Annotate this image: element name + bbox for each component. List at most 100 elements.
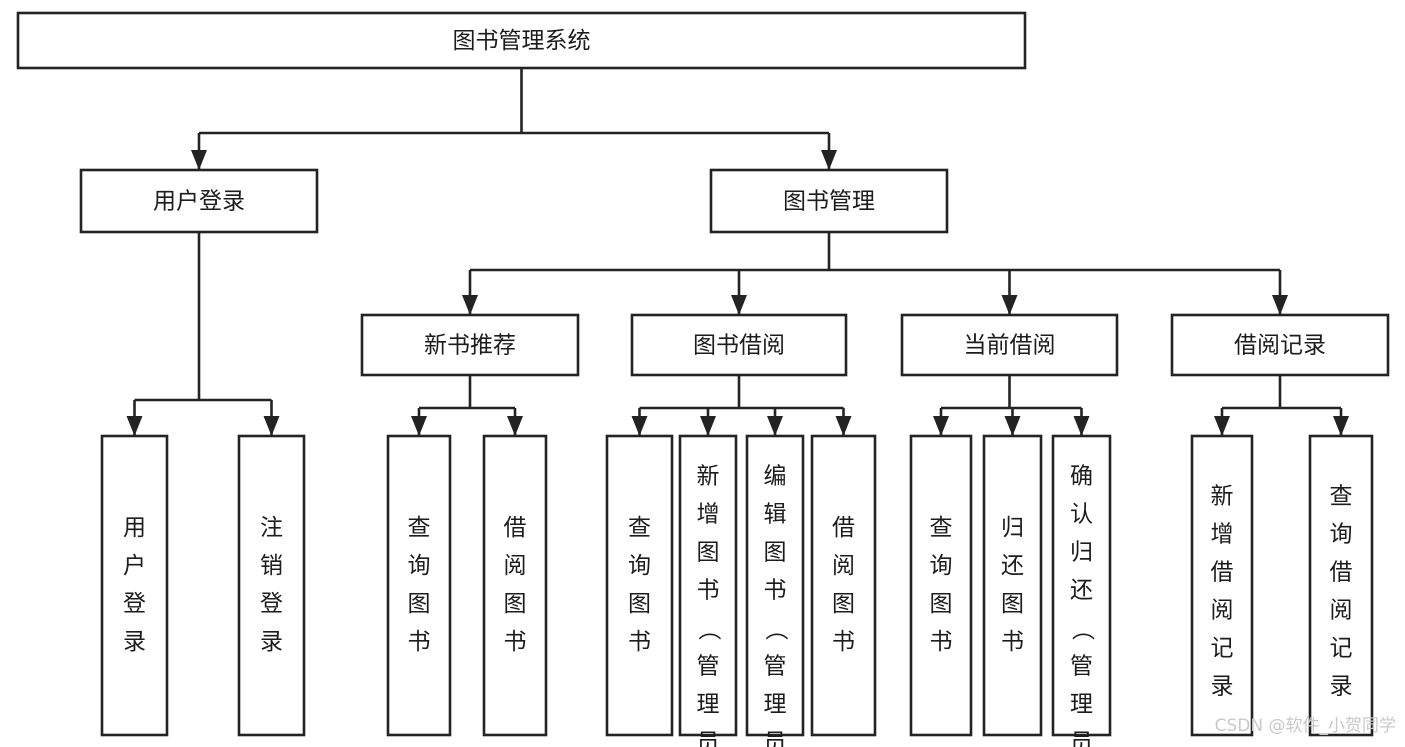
- node-level2-0-rect[interactable]: [79, 168, 319, 234]
- node-root-system[interactable]: 图书管理系统: [16, 11, 1027, 70]
- arrow-head-icon: [731, 295, 747, 315]
- node-leaf-10-char: 员: [1070, 730, 1093, 747]
- node-leaf-12-char: 阅: [1330, 598, 1353, 624]
- node-leaf-2-char: 询: [408, 553, 431, 579]
- node-level3-0-label: 新书推荐: [424, 333, 516, 359]
- node-leaf-5-rect[interactable]: [678, 434, 738, 737]
- arrow-head-icon: [767, 416, 783, 436]
- csdn-watermark: CSDN @软件_小贺同学: [1215, 716, 1396, 736]
- node-leaf-6-rect[interactable]: [745, 434, 805, 737]
- node-leaf-9-rect[interactable]: [982, 434, 1043, 737]
- node-leaf-8-char: 查: [930, 515, 953, 541]
- node-leaf-12-char: 借: [1330, 560, 1353, 586]
- node-leaf-7-char: 书: [832, 629, 855, 655]
- node-leaf-5-char: 新: [697, 464, 720, 490]
- node-leaf-5-char: 书: [697, 578, 720, 604]
- arrow-head-icon: [1333, 416, 1349, 436]
- node-leaf-12-rect[interactable]: [1308, 434, 1374, 737]
- node-level2-1-rect[interactable]: [709, 168, 949, 234]
- node-level3-3-label: 借阅记录: [1234, 333, 1326, 359]
- node-level3-1-rect[interactable]: [630, 313, 848, 377]
- arrow-head-icon: [1073, 416, 1090, 436]
- node-leaf-9-char: 归: [1001, 515, 1024, 541]
- arrow-head-icon: [507, 416, 523, 436]
- node-leaf-1-rect[interactable]: [237, 434, 306, 737]
- node-leaf-9-char: 还: [1001, 553, 1024, 579]
- node-level3-1[interactable]: 图书借阅: [630, 313, 848, 377]
- node-leaf-10-char: 还: [1070, 578, 1093, 604]
- node-leaf-10-char: 管: [1070, 654, 1093, 680]
- node-level3-0[interactable]: 新书推荐: [360, 313, 580, 377]
- node-leaf-3-char: 书: [504, 629, 527, 655]
- node-root-system-label: 图书管理系统: [453, 28, 591, 54]
- arrow-head-icon: [933, 416, 949, 436]
- arrow-head-icon: [462, 295, 478, 315]
- node-leaf-8-char: 书: [930, 629, 953, 655]
- node-level3-2-rect[interactable]: [900, 313, 1119, 377]
- node-leaf-5-char: 理: [697, 692, 720, 718]
- node-leaf-9-char: 书: [1001, 629, 1024, 655]
- node-leaf-11-char: 增: [1211, 522, 1234, 548]
- node-leaf-8-rect[interactable]: [909, 434, 973, 737]
- arrow-head-icon: [1214, 416, 1230, 436]
- node-level2-1-label: 图书管理: [783, 189, 875, 215]
- node-leaf-6-char: 编: [764, 464, 787, 490]
- arrow-head-icon: [191, 150, 207, 170]
- node-leaf-3-rect[interactable]: [482, 434, 548, 737]
- node-leaf-10-char: 归: [1070, 540, 1093, 566]
- node-leaf-6-char: 书: [764, 578, 787, 604]
- node-leaf-1-char: 录: [260, 629, 283, 655]
- node-level2-0[interactable]: 用户登录: [79, 168, 319, 234]
- node-layer: 图书管理系统用户登录图书管理新书推荐图书借阅当前借阅借阅记录用户登录注销登录查询…: [16, 11, 1390, 747]
- node-leaf-4-char: 查: [628, 515, 651, 541]
- node-leaf-4-char: 询: [628, 553, 651, 579]
- node-leaf-12-char: 记: [1330, 636, 1353, 662]
- arrow-head-icon: [411, 416, 427, 436]
- node-root-system-rect[interactable]: [16, 11, 1027, 70]
- node-leaf-8-char: 询: [930, 553, 953, 579]
- node-leaf-5-char: （: [696, 618, 722, 641]
- node-leaf-0-rect[interactable]: [100, 434, 169, 737]
- node-leaf-0-char: 录: [123, 629, 146, 655]
- node-leaf-2-rect[interactable]: [386, 434, 452, 737]
- node-leaf-11-char: 录: [1211, 674, 1234, 700]
- arrow-head-icon: [263, 416, 280, 436]
- node-leaf-10-char: 认: [1070, 502, 1093, 528]
- node-leaf-10-rect[interactable]: [1051, 434, 1112, 737]
- node-leaf-7-char: 借: [832, 515, 855, 541]
- node-level2-1[interactable]: 图书管理: [709, 168, 949, 234]
- node-leaf-7-rect[interactable]: [810, 434, 877, 737]
- node-leaf-4-rect[interactable]: [605, 434, 674, 737]
- node-level3-3[interactable]: 借阅记录: [1170, 313, 1390, 377]
- connector-layer: [126, 68, 1349, 436]
- node-leaf-0[interactable]: 用户登录: [100, 434, 169, 737]
- node-leaf-6-char: 图: [764, 540, 787, 566]
- node-leaf-1-char: 注: [260, 515, 283, 541]
- node-leaf-12-char: 查: [1330, 484, 1353, 510]
- node-level3-2[interactable]: 当前借阅: [900, 313, 1119, 377]
- node-level3-3-rect[interactable]: [1170, 313, 1390, 377]
- node-level2-0-label: 用户登录: [153, 189, 245, 215]
- node-leaf-5-char: 员: [697, 730, 720, 747]
- arrow-head-icon: [1004, 416, 1021, 436]
- node-leaf-7-char: 图: [832, 591, 855, 617]
- node-level3-0-rect[interactable]: [360, 313, 580, 377]
- node-leaf-2-char: 查: [408, 515, 431, 541]
- node-leaf-9-char: 图: [1001, 591, 1024, 617]
- node-leaf-11-char: 借: [1211, 560, 1234, 586]
- node-leaf-11-rect[interactable]: [1190, 434, 1254, 737]
- node-leaf-11-char: 阅: [1211, 598, 1234, 624]
- node-leaf-1-char: 销: [260, 553, 283, 579]
